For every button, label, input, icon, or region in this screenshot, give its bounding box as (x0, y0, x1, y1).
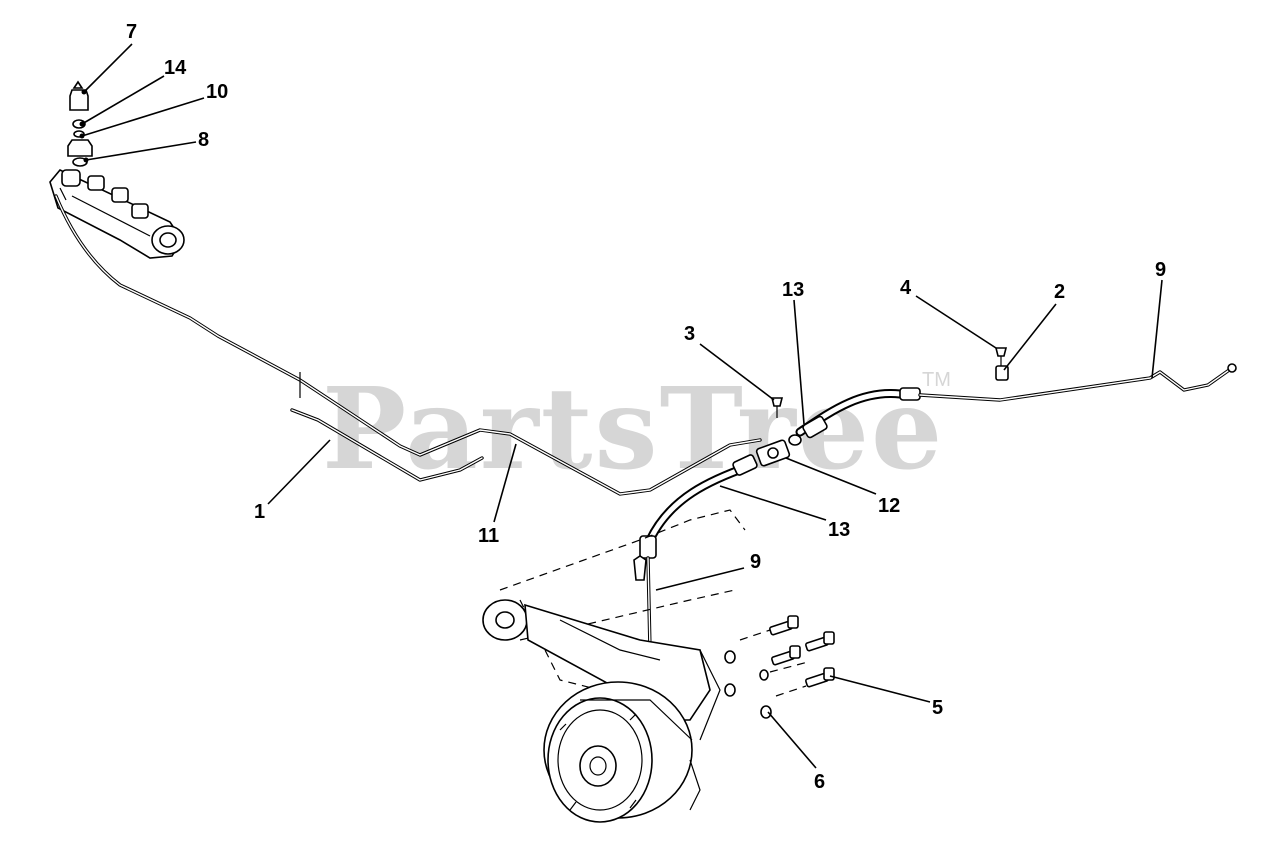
tee-fitting (755, 397, 791, 467)
callout-4[interactable]: 4 (900, 277, 912, 299)
callout-13-lower[interactable]: 13 (828, 519, 850, 541)
front-flex-hose (788, 387, 921, 446)
callout-3[interactable]: 3 (684, 323, 695, 345)
callout-9-upper[interactable]: 9 (1155, 259, 1166, 281)
leader-lines (81, 43, 1163, 769)
mounting-hardware (724, 615, 835, 719)
callout-7[interactable]: 7 (126, 21, 137, 43)
callout-14[interactable]: 14 (164, 57, 187, 79)
suspension-arm (482, 509, 746, 741)
front-brake-tube (918, 363, 1237, 402)
watermark: PartsTree TM (322, 364, 951, 495)
leader-endpoints (79, 89, 89, 163)
callout-1[interactable]: 1 (254, 501, 265, 523)
watermark-text: PartsTree (322, 364, 944, 495)
bolt-and-clip (994, 347, 1009, 381)
callout-2[interactable]: 2 (1054, 281, 1065, 303)
callout-12[interactable]: 12 (878, 495, 900, 517)
master-cylinder (49, 169, 185, 259)
callout-9-lower[interactable]: 9 (750, 551, 761, 573)
callout-13-upper[interactable]: 13 (782, 279, 804, 301)
bolt-middle (805, 631, 835, 652)
bolt-upper (769, 615, 799, 636)
brake-drum (543, 681, 701, 823)
bolt-lower-left (771, 645, 801, 666)
callout-11[interactable]: 11 (478, 525, 499, 547)
parts-artwork (49, 80, 1237, 823)
watermark-trademark: TM (922, 369, 951, 391)
brake-tube-main (54, 194, 762, 496)
callout-5[interactable]: 5 (932, 697, 943, 719)
tube-bracket (290, 372, 484, 482)
callout-6[interactable]: 6 (814, 771, 825, 793)
bolt-lower (805, 667, 835, 688)
rear-flex-hose (639, 454, 758, 559)
callouts: 7 14 10 8 13 4 2 9 3 12 1 11 13 9 5 6 (126, 21, 1166, 793)
callout-10[interactable]: 10 (206, 81, 228, 103)
callout-8[interactable]: 8 (198, 129, 209, 151)
